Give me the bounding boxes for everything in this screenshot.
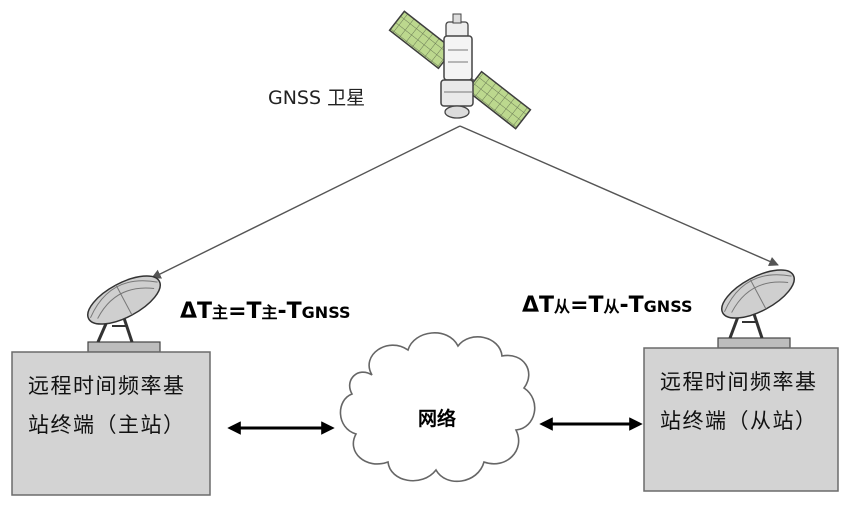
master-formula-sub3: GNSS — [302, 303, 351, 322]
slave-formula-minus: -T — [620, 293, 644, 318]
master-formula: ΔT主=T主-TGNSS — [180, 299, 351, 324]
slave-dish-icon — [717, 269, 795, 349]
master-dish-icon — [87, 275, 161, 353]
slave-station-line1: 远程时间频率基 — [660, 370, 818, 394]
slave-formula-sub1: 从 — [554, 297, 570, 316]
signal-line-to-slave — [459, 125, 779, 266]
slave-formula-sub3: GNSS — [644, 297, 693, 316]
network-label: 网络 — [418, 407, 456, 430]
slave-formula: ΔT从=T从-TGNSS — [522, 293, 693, 318]
master-formula-eq: =T — [228, 299, 261, 324]
slave-formula-sub2: 从 — [604, 297, 620, 316]
master-station-line1: 远程时间频率基 — [28, 374, 186, 398]
slave-station-line2: 站终端（从站） — [660, 409, 818, 433]
network-cloud-icon — [339, 332, 536, 483]
signal-line-to-master — [151, 125, 461, 279]
master-formula-sub1: 主 — [212, 303, 228, 322]
slave-formula-delta: ΔT — [522, 293, 554, 318]
master-formula-minus: -T — [278, 299, 302, 324]
master-formula-delta: ΔT — [180, 299, 212, 324]
satellite-label: GNSS 卫星 — [268, 87, 365, 109]
slave-formula-eq: =T — [570, 293, 603, 318]
master-station-line2: 站终端（主站） — [28, 413, 186, 437]
slave-station-box — [643, 347, 839, 492]
satellite-icon — [388, 10, 532, 130]
master-station-box — [11, 351, 211, 496]
master-formula-sub2: 主 — [262, 303, 278, 322]
